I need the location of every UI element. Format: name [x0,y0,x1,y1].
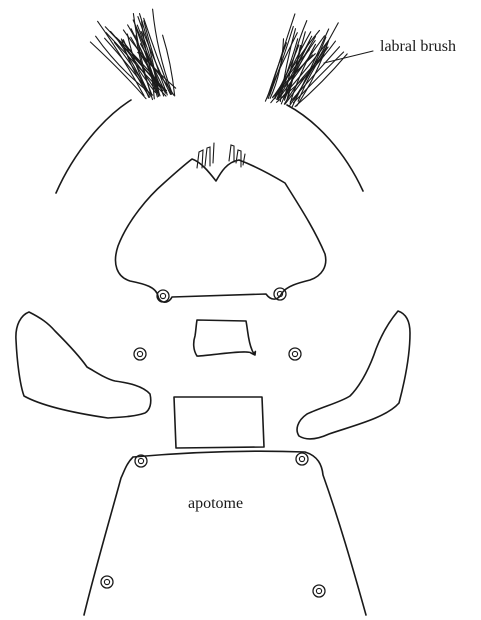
central-sclerite [194,320,256,356]
lower-plate [174,397,264,448]
pit-apotome-upper-right [296,453,308,465]
labrum-right-arc [287,105,363,191]
sensory-pits [101,288,325,597]
apotome-label: apotome [188,495,243,512]
labral-brush-left [90,9,175,99]
labral-brush-leader-line [324,51,373,63]
median-teeth [197,143,245,168]
clypeus-plate [115,159,325,302]
right-lateral-arm [297,311,410,439]
labral-brush-label: labral brush [380,38,456,55]
pit-mid-left [134,348,146,360]
pit-clypeus-right [274,288,286,300]
pit-apotome-lower-right [313,585,325,597]
left-lateral-arm [16,312,151,418]
apotome-plate [84,451,366,615]
labrum-left-arc [56,100,131,193]
pit-mid-right [289,348,301,360]
pit-apotome-lower-left [101,576,113,588]
